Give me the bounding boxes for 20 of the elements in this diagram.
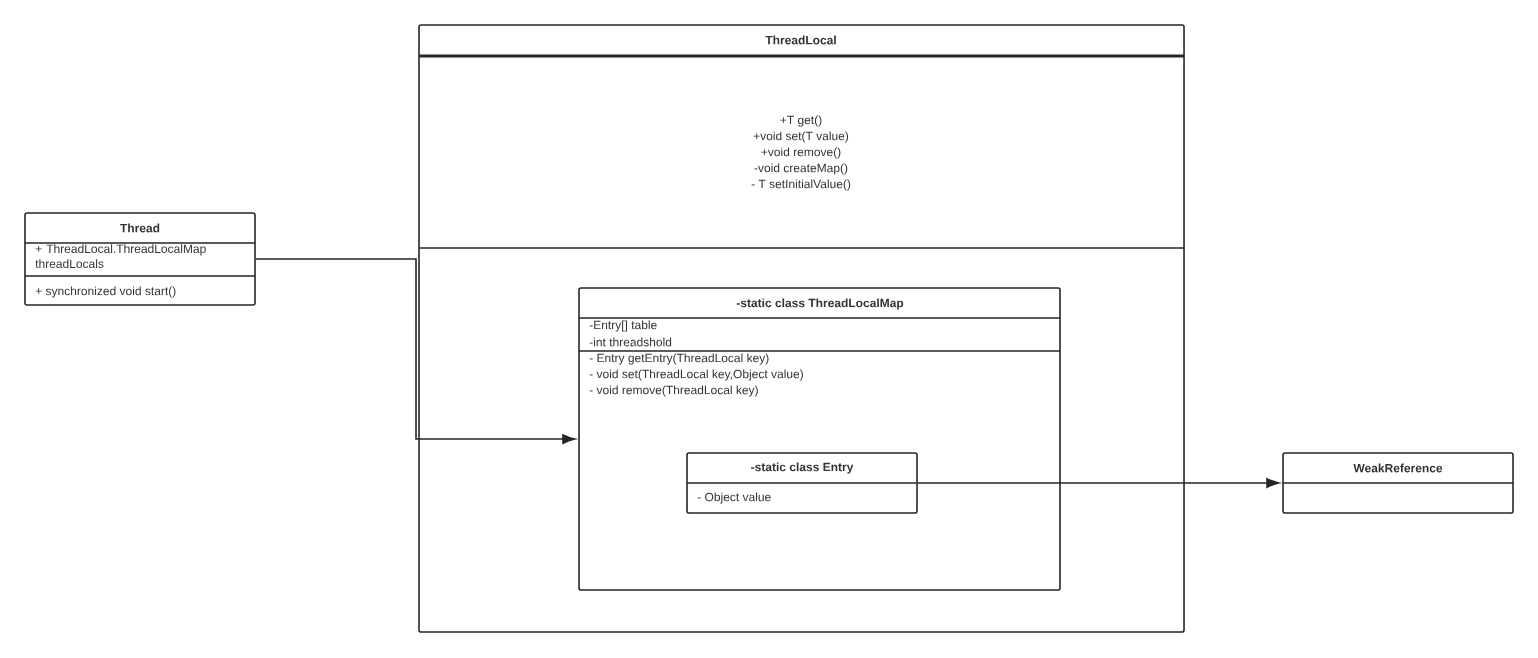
member-text: - void set(ThreadLocal key,Object value) (589, 369, 803, 381)
class-name: WeakReference (1353, 463, 1443, 473)
member-text: -Entry[] table (589, 320, 657, 332)
method-text: -void createMap() (754, 163, 848, 175)
method-text: - T setInitialValue() (751, 179, 851, 191)
class-name: ThreadLocal (765, 35, 836, 45)
method-text: +void remove() (761, 147, 841, 159)
arrow (917, 478, 1280, 488)
member-text: - Object value (697, 492, 771, 504)
class-name: Thread (120, 223, 160, 233)
method-text: +void set(T value) (753, 131, 849, 143)
member-text: - Entry getEntry(ThreadLocal key) (589, 353, 769, 365)
class-name: -static class ThreadLocalMap (736, 298, 904, 310)
method-text: +T get() (780, 115, 822, 127)
member-text: + synchronized void start() (35, 286, 176, 298)
class-name: -static class Entry (751, 462, 854, 474)
arrow (255, 258, 576, 444)
member-text: - void remove(ThreadLocal key) (589, 385, 758, 397)
member-text: -int threadshold (589, 337, 672, 347)
attribute-text: + ThreadLocal.ThreadLocalMap threadLocals (35, 244, 206, 268)
